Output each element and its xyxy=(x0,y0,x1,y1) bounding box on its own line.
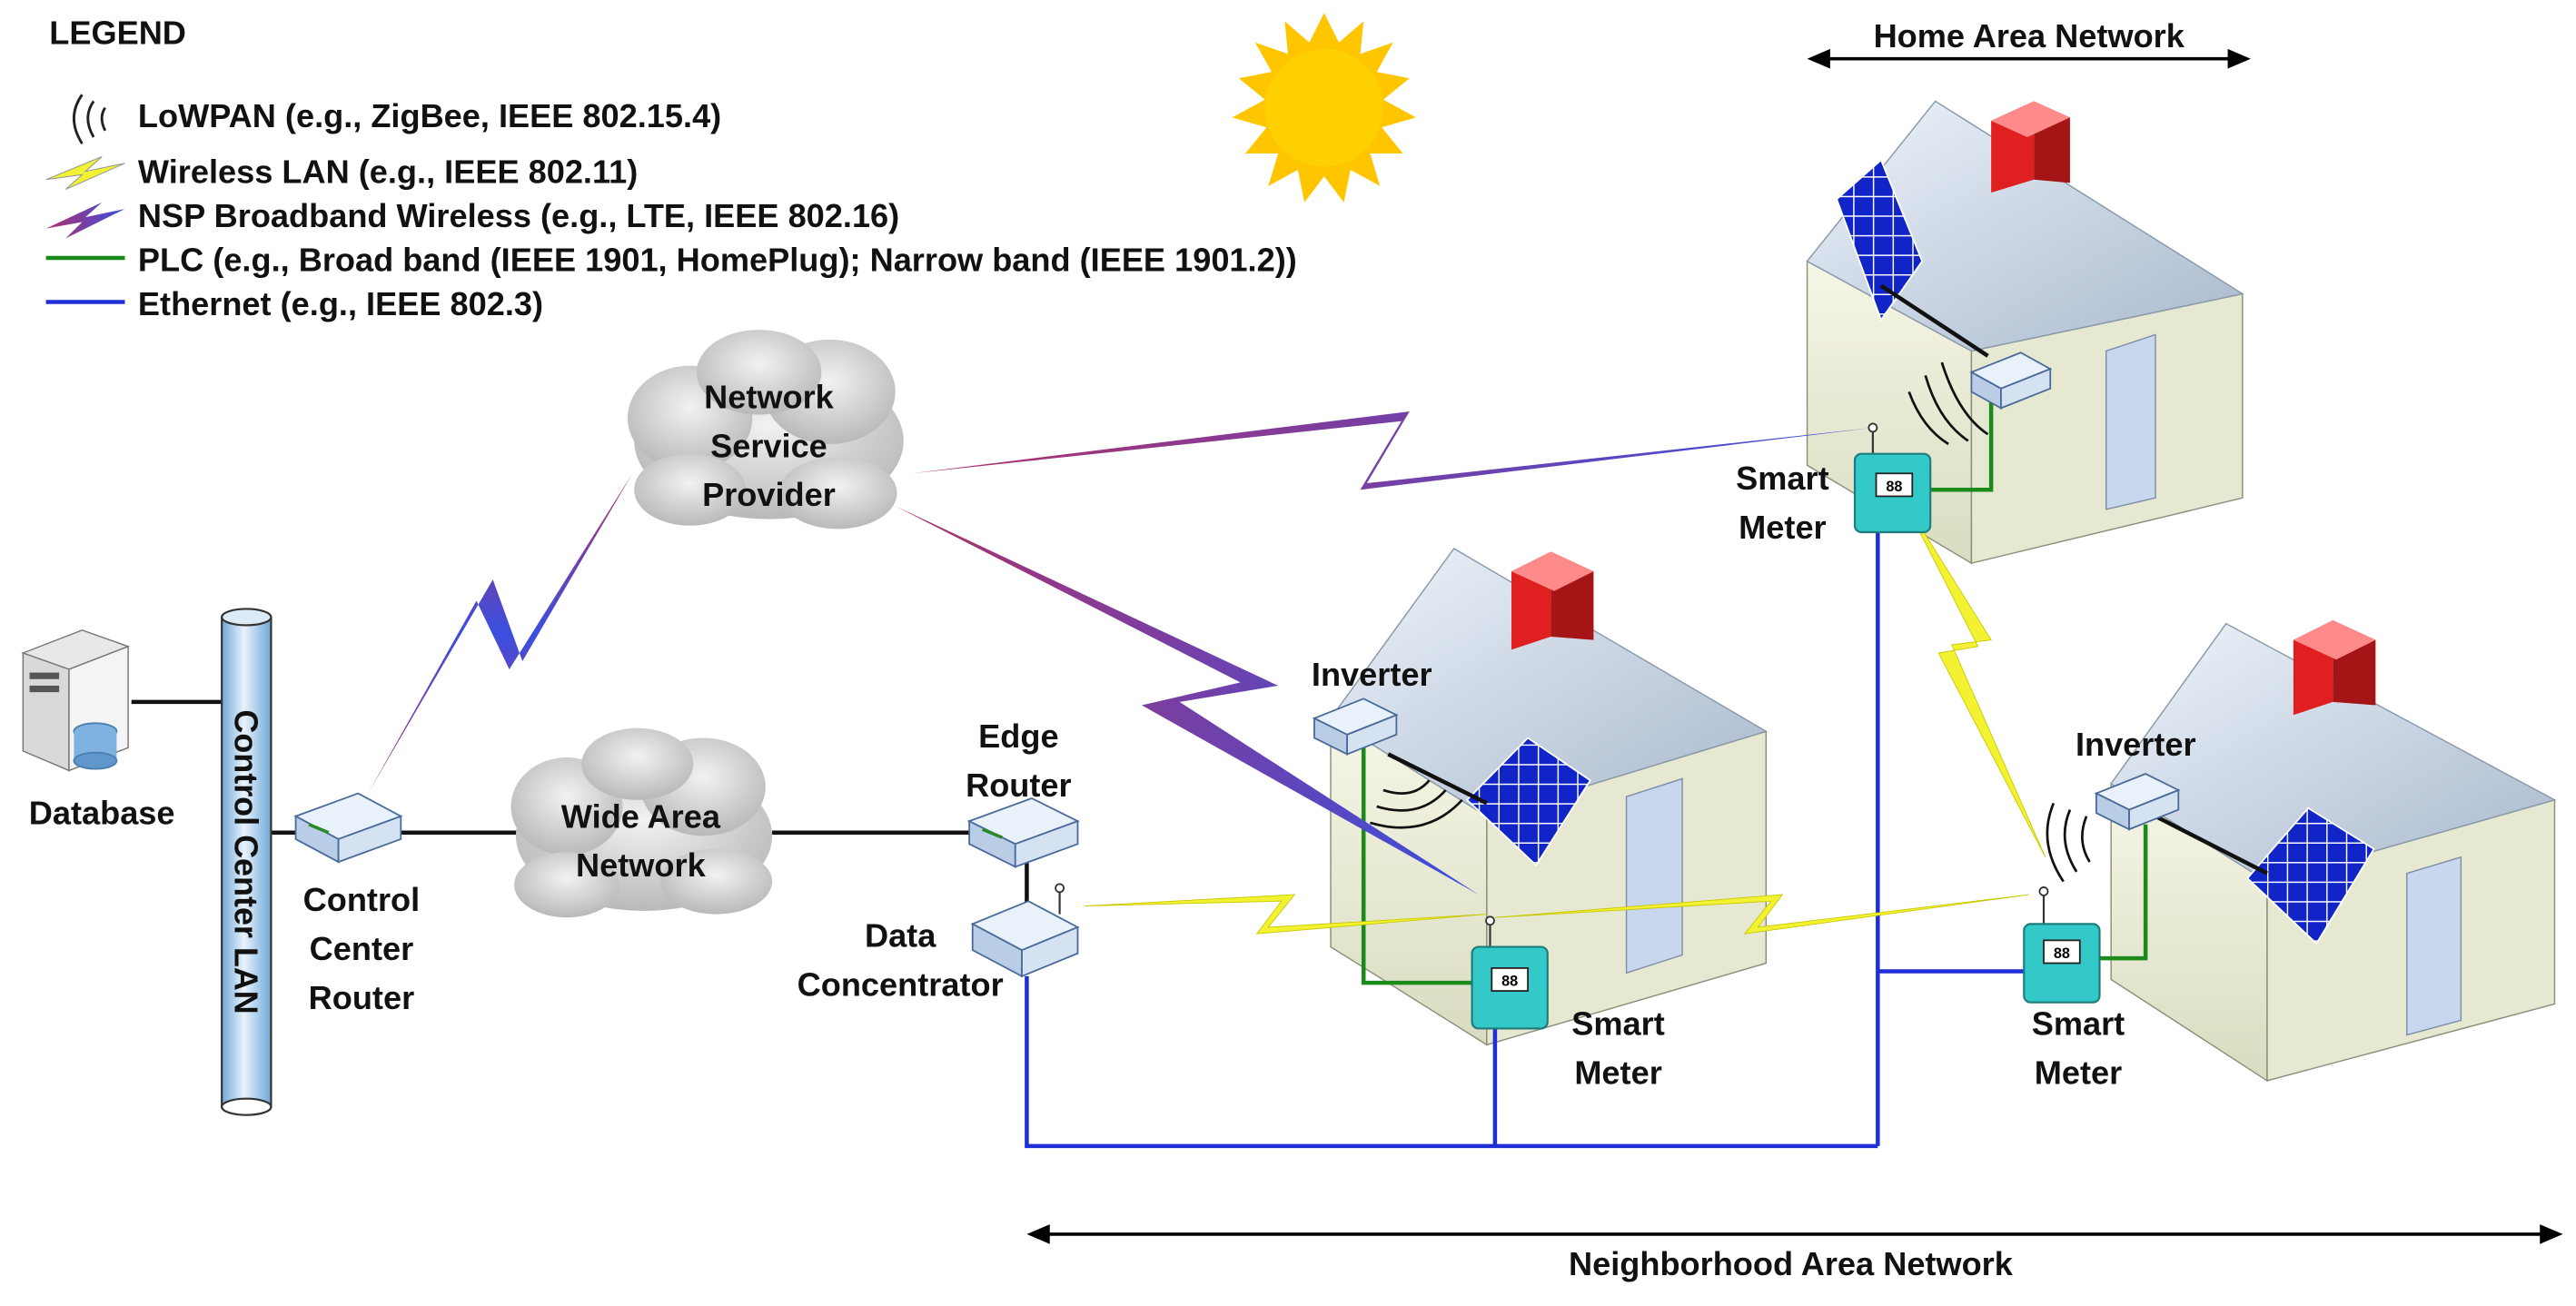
wireless-lan-icon xyxy=(45,156,125,191)
meter-display: 88 xyxy=(1886,479,1902,495)
nsp-wireless-links xyxy=(368,411,1873,895)
house-mid xyxy=(1329,548,1769,1046)
wlan-links xyxy=(1084,498,2046,935)
database-label: Database xyxy=(29,795,175,832)
inverter-right-label: Inverter xyxy=(2076,726,2196,763)
han-span: Home Area Network xyxy=(1807,17,2251,69)
smart-meter-mid-label-2: Meter xyxy=(1574,1054,1661,1092)
meter-display: 88 xyxy=(2054,945,2070,962)
inverter-top-icon xyxy=(1969,351,2053,410)
control-center-lan-label: Control Center LAN xyxy=(228,709,265,1014)
wan-cloud-icon xyxy=(510,727,773,918)
nan-span: Neighborhood Area Network xyxy=(1026,1224,2563,1282)
house-right xyxy=(2110,620,2557,1083)
legend: LEGEND LoWPAN (e.g., ZigBee, IEEE 802.15… xyxy=(45,15,1297,322)
control-center-lan-bus: Control Center LAN xyxy=(221,608,272,1116)
smart-meter-right-icon: 88 xyxy=(2023,886,2101,1004)
legend-label-plc: PLC (e.g., Broad band (IEEE 1901, HomePl… xyxy=(138,241,1297,278)
ethernet-links xyxy=(1025,530,2025,1149)
han-label: Home Area Network xyxy=(1874,17,2185,54)
smart-meter-top-icon: 88 xyxy=(1853,422,1932,534)
inverter-right-icon xyxy=(2094,773,2181,831)
lowpan-arcs-top xyxy=(1907,361,1989,446)
cc-router-label-1: Control xyxy=(303,881,421,918)
solar-panel xyxy=(1836,158,1924,322)
sun-icon xyxy=(1232,13,1417,203)
legend-label-ethernet: Ethernet (e.g., IEEE 802.3) xyxy=(138,285,543,322)
data-concentrator-icon xyxy=(970,883,1080,978)
smart-meter-top-label-1: Smart xyxy=(1736,460,1829,497)
cc-router-icon xyxy=(293,792,403,864)
wan-cloud-label-2: Network xyxy=(576,846,707,884)
smart-meter-mid-icon: 88 xyxy=(1471,915,1549,1030)
nsp-cloud-label-2: Service xyxy=(710,427,827,464)
nsp-cloud-icon xyxy=(627,330,904,529)
cc-router-label-2: Center xyxy=(310,930,414,967)
inverter-mid-label: Inverter xyxy=(1312,656,1432,693)
smart-meter-top-label-2: Meter xyxy=(1739,509,1826,546)
wan-cloud-label-1: Wide Area xyxy=(561,797,721,835)
nsp-cloud-label-3: Provider xyxy=(702,476,836,513)
legend-label-nsp: NSP Broadband Wireless (e.g., LTE, IEEE … xyxy=(138,197,899,234)
data-concentrator-label-1: Data xyxy=(865,917,936,955)
nsp-broadband-icon xyxy=(45,202,125,239)
edge-router-label-2: Router xyxy=(966,767,1072,804)
legend-label-wlan: Wireless LAN (e.g., IEEE 802.11) xyxy=(138,153,638,190)
lowpan-arcs-mid xyxy=(1370,779,1463,829)
inverter-mid-icon xyxy=(1312,698,1399,756)
nsp-cloud-label-1: Network xyxy=(704,378,835,415)
data-concentrator-label-2: Concentrator xyxy=(798,966,1004,1004)
lowpan-arcs-right xyxy=(2046,802,2091,883)
solar-panel xyxy=(2246,806,2375,945)
house-top xyxy=(1806,100,2244,565)
edge-router-label-1: Edge xyxy=(978,717,1058,755)
smart-meter-mid-label-1: Smart xyxy=(1571,1005,1665,1043)
edge-router-icon xyxy=(966,796,1080,868)
nan-label: Neighborhood Area Network xyxy=(1569,1245,2014,1282)
cc-router-label-3: Router xyxy=(309,979,415,1016)
meter-display: 88 xyxy=(1501,974,1518,990)
lowpan-icon xyxy=(72,94,107,144)
legend-title: LEGEND xyxy=(49,15,186,52)
smart-meter-right-label-2: Meter xyxy=(2035,1054,2122,1092)
smart-meter-right-label-1: Smart xyxy=(2032,1005,2125,1043)
database-server-icon xyxy=(21,629,131,772)
legend-label-lowpan: LoWPAN (e.g., ZigBee, IEEE 802.15.4) xyxy=(138,97,721,134)
solar-panel xyxy=(1465,737,1592,867)
